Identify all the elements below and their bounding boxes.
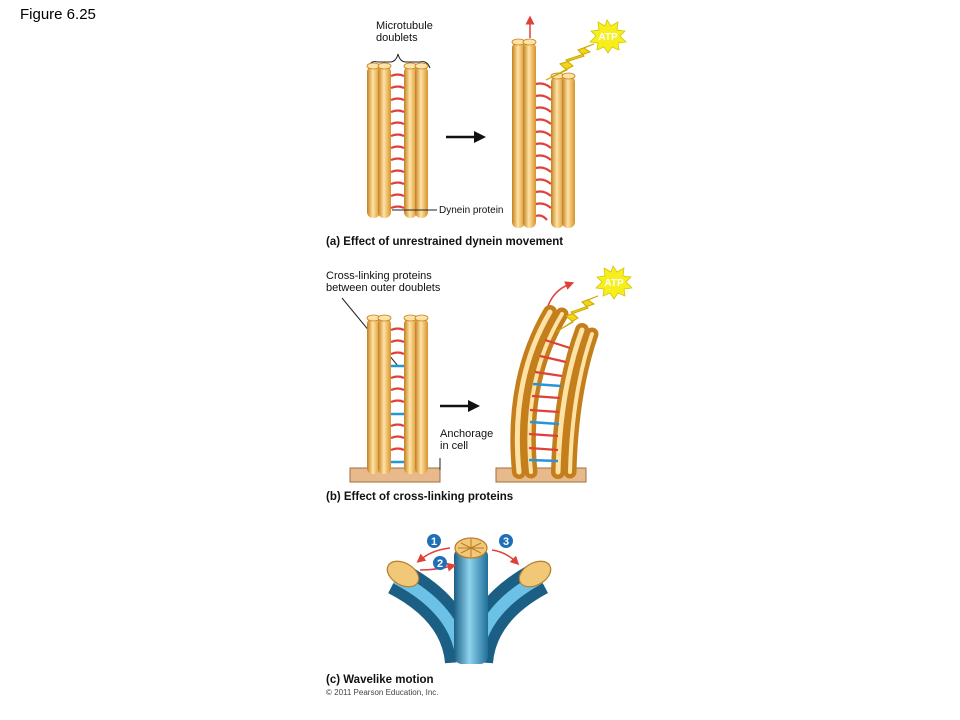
lightning-bolt-a xyxy=(545,43,595,81)
panel-a-artwork xyxy=(366,15,627,228)
step-badge-2: 2 xyxy=(433,556,447,570)
cilium-center-position xyxy=(454,548,488,664)
caption-panel-b: (b) Effect of cross-linking proteins xyxy=(326,491,514,503)
lightning-bolt-b xyxy=(555,295,599,333)
step-badge-1: 1 xyxy=(427,534,441,548)
copyright-notice: © 2011 Pearson Education, Inc. xyxy=(326,688,439,697)
dynein-arms-bent-b xyxy=(528,338,571,452)
cilium-tip-left xyxy=(386,560,420,588)
caption-panel-a: (a) Effect of unrestrained dynein moveme… xyxy=(326,236,564,248)
shifted-doublet-right-a xyxy=(550,72,576,228)
caption-panel-c: (c) Wavelike motion xyxy=(326,674,434,686)
svg-text:2: 2 xyxy=(437,558,443,570)
dynein-arms-b xyxy=(390,327,405,452)
shifted-doublet-left-a xyxy=(511,38,537,228)
panel-b-artwork xyxy=(341,265,633,483)
atp-burst-b xyxy=(595,265,633,300)
microtubule-doublets-label: Microtubule doublets xyxy=(376,20,433,44)
step-arrow-2 xyxy=(419,562,457,572)
right-doublet-a xyxy=(403,62,429,218)
svg-text:1: 1 xyxy=(431,536,437,548)
doublet-bracket xyxy=(367,53,431,69)
crosslinks-bent-b xyxy=(528,382,562,463)
curved-arrow-b xyxy=(547,281,575,307)
left-doublet-a xyxy=(366,62,392,218)
cross-linking-label: Cross-linking proteins between outer dou… xyxy=(326,270,441,294)
atp-label-b: ATP xyxy=(604,278,624,289)
step-arrow-3 xyxy=(491,549,520,566)
dynein-arms-a xyxy=(390,73,405,210)
bent-doublets-b xyxy=(510,305,599,479)
dynein-protein-label: Dynein protein xyxy=(439,205,504,216)
figure-title: Figure 6.25 xyxy=(20,6,96,23)
crosslinks-b xyxy=(391,364,404,464)
panel-c-artwork: 1 2 3 xyxy=(386,534,552,665)
svg-text:3: 3 xyxy=(503,536,509,548)
transition-arrow-a xyxy=(446,131,486,143)
anchorage-label: Anchorage in cell xyxy=(440,428,494,452)
right-doublet-b xyxy=(403,314,429,474)
left-doublet-b xyxy=(366,314,392,474)
cilium-tip-right xyxy=(518,560,552,588)
atp-burst-a xyxy=(589,19,627,54)
step-badge-3: 3 xyxy=(499,534,513,548)
step-arrow-1 xyxy=(416,547,451,563)
dynein-arms-shifted-a xyxy=(535,82,552,221)
transition-arrow-b xyxy=(440,400,480,412)
atp-label-a: ATP xyxy=(598,32,618,43)
